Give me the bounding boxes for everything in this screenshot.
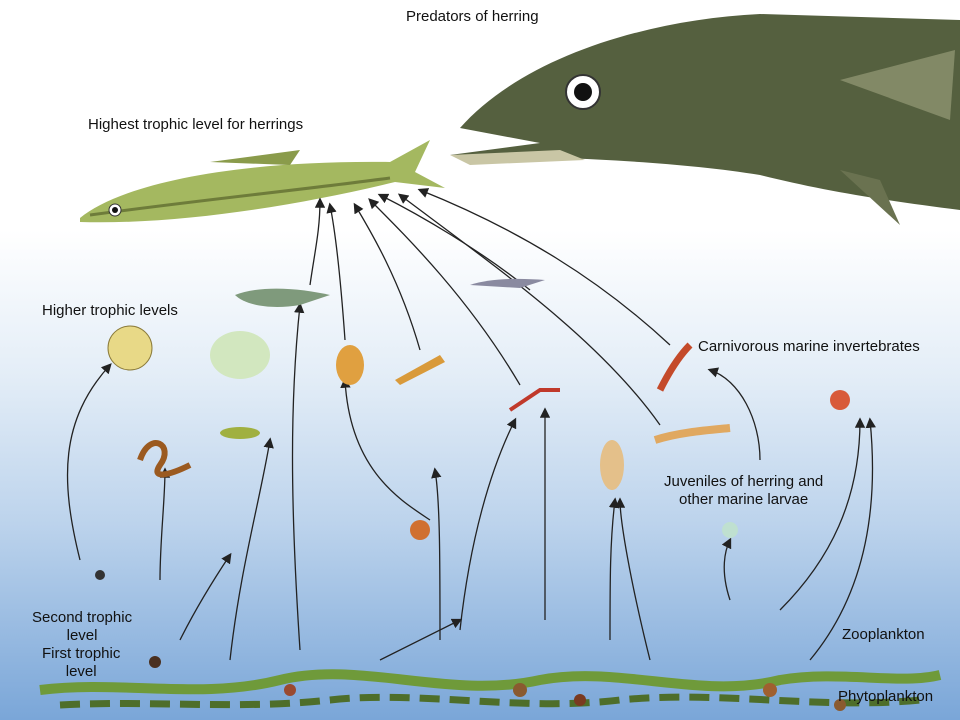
label-carnivorous-invertebrates: Carnivorous marine invertebrates: [698, 338, 920, 355]
label-juveniles-line2: other marine larvae: [679, 491, 809, 508]
label-second-trophic: Second trophic level: [32, 609, 132, 645]
phytoplankton-band: [39, 656, 942, 711]
label-juveniles: Juveniles of herring and other marine la…: [664, 473, 823, 509]
label-predators: Predators of herring: [406, 8, 539, 25]
label-higher-trophic: Higher trophic levels: [42, 302, 178, 319]
label-second-line2: level: [66, 627, 98, 644]
food-web-arrows: [66, 188, 876, 661]
label-second-line1: Second trophic: [32, 609, 133, 626]
ctenophore: [107, 325, 153, 371]
label-first-trophic: First trophic level: [42, 645, 120, 681]
predator-fish: [450, 14, 960, 225]
label-first-line2: level: [65, 663, 97, 680]
herring-fish: [80, 140, 445, 223]
label-first-line1: First trophic: [42, 645, 121, 662]
label-highest-trophic: Highest trophic level for herrings: [88, 116, 304, 133]
jellyfish: [210, 331, 270, 379]
label-zooplankton: Zooplankton: [842, 626, 925, 643]
label-juveniles-line1: Juveniles of herring and: [664, 473, 824, 490]
organisms: [95, 278, 850, 580]
label-phytoplankton: Phytoplankton: [838, 688, 934, 705]
